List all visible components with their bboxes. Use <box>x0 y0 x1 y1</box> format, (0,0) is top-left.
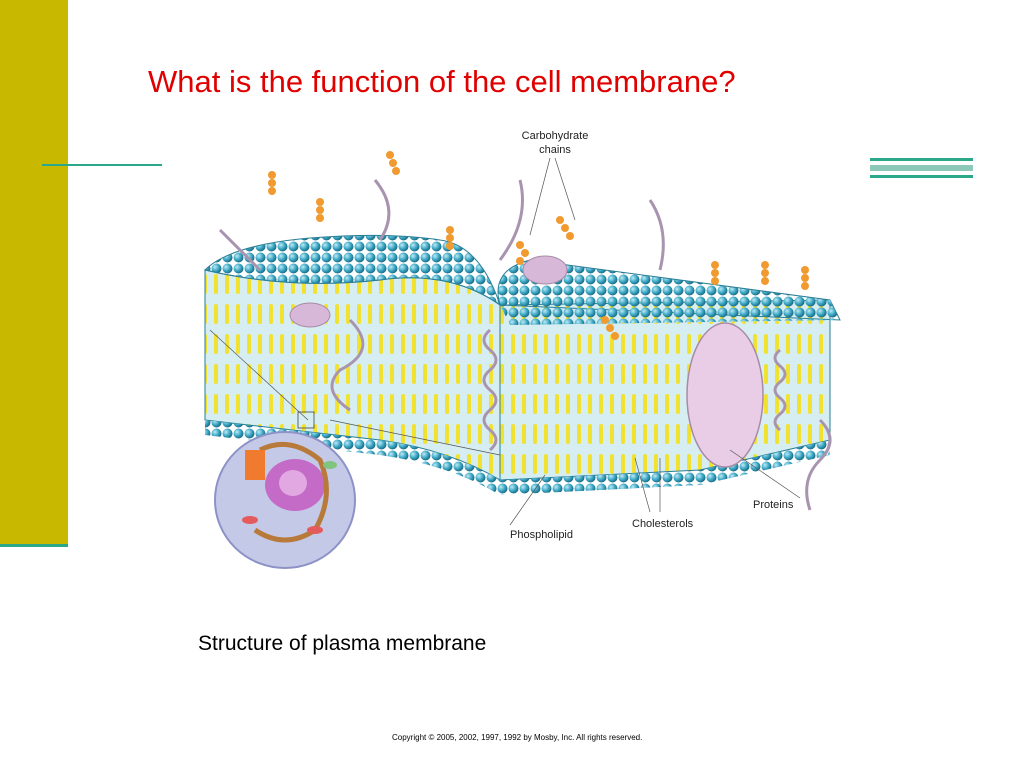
copyright-notice: Copyright © 2005, 2002, 1997, 1992 by Mo… <box>392 733 643 742</box>
left-title-line <box>42 164 162 166</box>
protein-channel <box>686 322 764 468</box>
slide-title: What is the function of the cell membran… <box>148 64 736 99</box>
carbohydrate-chains <box>268 151 809 340</box>
left-accent-rule <box>0 544 68 547</box>
label-carbohydrate: Carbohydrate <box>522 130 589 142</box>
membrane-top-surface <box>204 234 841 321</box>
plasma-membrane-diagram: Carbohydrate chains Phospholipid Cholest… <box>204 130 841 569</box>
animal-cell-illustration <box>214 411 356 569</box>
label-phospholipid: Phospholipid <box>510 529 573 541</box>
label-chains: chains <box>539 144 571 156</box>
figure-caption: Structure of plasma membrane <box>198 632 487 655</box>
left-accent-bar <box>0 0 68 545</box>
label-cholesterols: Cholesterols <box>632 518 694 530</box>
label-proteins: Proteins <box>753 499 794 511</box>
protein-coils <box>218 179 832 511</box>
zoom-guide-lines <box>209 157 801 526</box>
right-accent-lines <box>870 158 973 180</box>
